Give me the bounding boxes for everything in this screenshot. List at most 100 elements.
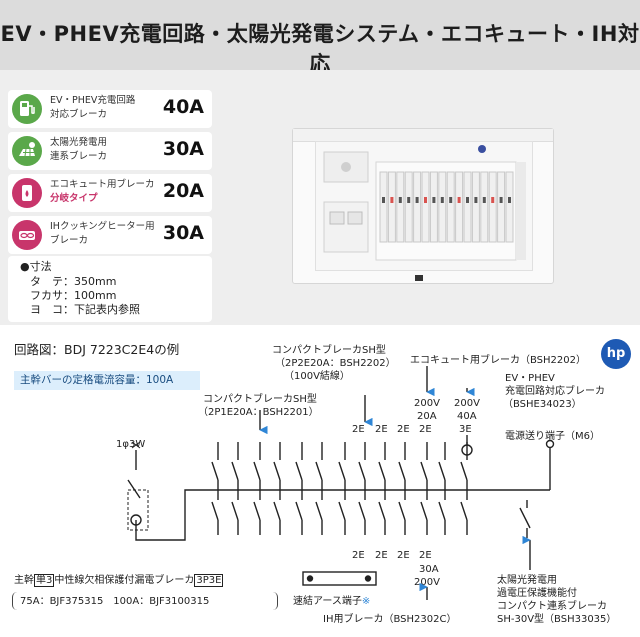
feature-label-ih-1: IHクッキングヒーター用 (50, 221, 155, 232)
main-breaker-models: 75A：BJF375315 100A：BJF3100315 (20, 596, 210, 607)
label-solar-2: 過電圧保護機能付 (497, 588, 577, 599)
branch-breaker-bottom (378, 490, 386, 535)
branch-breaker-top (211, 442, 219, 490)
branch-breaker-top (273, 442, 281, 490)
branch-breaker-top (231, 442, 239, 490)
branch-breaker-bottom (295, 490, 303, 535)
main-bus-line (135, 489, 550, 541)
label-sh-2p2e-3: （100V結線） (284, 371, 350, 382)
label-2e-top: 2E (352, 424, 365, 435)
feature-amp-ev: 40A (162, 96, 204, 118)
label-ev-2: 充電回路対応ブレーカ (505, 386, 605, 397)
breaker-module (379, 171, 388, 243)
solar-panel-icon (12, 136, 42, 166)
breaker-toggle (407, 197, 411, 203)
breaker-toggle (382, 197, 385, 203)
label-ih-breaker: IH用ブレーカ（BSH2302C） (323, 614, 457, 625)
label-col-3e: 3E (459, 424, 472, 435)
label-ev-3: （BSHE34023） (503, 399, 582, 410)
breaker-module (413, 171, 422, 243)
branch-breaker-bottom (438, 490, 446, 535)
breaker-toggle (449, 197, 453, 203)
feature-amp-solar: 30A (162, 138, 204, 160)
feature-card-solar: 太陽光発電用 連系ブレーカ 30A (8, 132, 212, 170)
header-bar: EV・PHEV充電回路・太陽光発電システム・エコキュート・IH対応 (0, 0, 640, 76)
label-sh-2p1e-1: コンパクトブレーカSH型 (203, 394, 317, 405)
breaker-module (387, 171, 396, 243)
label-sh-2p1e-2: （2P1E20A：BSH2201） (198, 407, 319, 418)
breaker-module (463, 171, 472, 243)
hp-logo: hp (601, 339, 631, 369)
label-sh-2p2e-2: （2P2E20A：BSH2202） (275, 358, 396, 369)
main-bar-note: 主幹バーの定格電流容量：100A (20, 374, 174, 386)
branch-breaker-top (438, 442, 446, 490)
breaker-modules-illustration (323, 145, 526, 261)
breaker-module (446, 171, 455, 243)
branch-breaker-top (378, 442, 386, 490)
feature-label-ecocute-1: エコキュート用ブレーカ (50, 179, 155, 190)
feature-amp-ecocute: 20A (162, 180, 204, 202)
water-heater-icon (12, 178, 42, 208)
breaker-toggle (398, 197, 402, 203)
main-breaker-switch (127, 479, 141, 499)
feature-card-ecocute: エコキュート用ブレーカ 分岐タイプ 20A (8, 174, 212, 212)
label-ih-volt: 200V (414, 577, 440, 588)
label-ih-amp: 30A (419, 564, 439, 575)
spec-row: フカサ：100mm (30, 289, 117, 302)
branch-breaker-top (315, 442, 323, 490)
dimension-spec: ●寸法 タ テ：350mm フカサ：100mm ヨ コ：下記表内参照 (8, 256, 212, 322)
branch-breaker-bottom (253, 490, 261, 535)
label-sh-2p2e-1: コンパクトブレーカSH型 (272, 345, 386, 356)
label-2e-bottom: 2E (397, 550, 410, 561)
label-solar-1: 太陽光発電用 (497, 575, 557, 586)
earth-terminal-icon (302, 571, 377, 586)
label-solar-3: コンパクト連系ブレーカ (497, 601, 607, 612)
main-bar-note-box (14, 371, 200, 390)
breaker-toggle (432, 197, 436, 203)
label-2e-bottom: 2E (352, 550, 365, 561)
breaker-module (421, 171, 430, 243)
branch-breaker-bottom (273, 490, 281, 535)
branch-breaker-bottom (211, 490, 219, 535)
feature-label-solar-2: 連系ブレーカ (50, 151, 108, 162)
branch-breaker-bottom (231, 490, 239, 535)
label-ecocute: エコキュート用ブレーカ（BSH2202） (410, 355, 587, 366)
spec-title: ●寸法 (20, 260, 52, 273)
branch-breaker-top (338, 442, 346, 490)
branch-breaker-top (398, 442, 406, 490)
branch-breaker-bottom (338, 490, 346, 535)
label-phase: 1φ3W (116, 439, 146, 450)
breaker-toggle (440, 197, 444, 203)
feature-amp-ih: 30A (162, 222, 204, 244)
label-ev-1: EV・PHEV (505, 373, 555, 384)
branch-breaker-bottom (358, 490, 366, 535)
breaker-module (429, 171, 438, 243)
label-2e-bottom: 2E (375, 550, 388, 561)
branch-breaker-bottom (460, 490, 468, 535)
feature-label-ev-1: EV・PHEV充電回路 (50, 95, 136, 106)
breaker-toggle (466, 197, 469, 203)
branch-breaker-bottom (398, 490, 406, 535)
branch-breaker-top (295, 442, 303, 490)
label-col-200v-2: 200V (454, 398, 480, 409)
zct-icon (130, 514, 142, 526)
breaker-module (404, 171, 413, 243)
feature-label-ecocute-2: 分岐タイプ (50, 193, 98, 204)
label-col-40a: 40A (457, 411, 477, 422)
diagram-title: 回路図：BDJ 7223C2E4の例 (14, 342, 180, 357)
breaker-module (497, 171, 506, 243)
branch-breaker-top (420, 442, 428, 490)
ev-breaker-circle (461, 444, 473, 456)
breaker-toggle (499, 197, 503, 203)
breaker-toggle (415, 197, 419, 203)
earth-terminal-label: 速結アース端子※ (293, 596, 371, 607)
breaker-module (438, 171, 447, 243)
feature-label-ev-2: 対応ブレーカ (50, 109, 108, 120)
branch-breaker-bottom (420, 490, 428, 535)
breaker-module (471, 171, 480, 243)
branch-breaker-bottom (315, 490, 323, 535)
label-2e-top: 2E (375, 424, 388, 435)
panel-board-illustration (292, 128, 554, 284)
breaker-module (480, 171, 489, 243)
